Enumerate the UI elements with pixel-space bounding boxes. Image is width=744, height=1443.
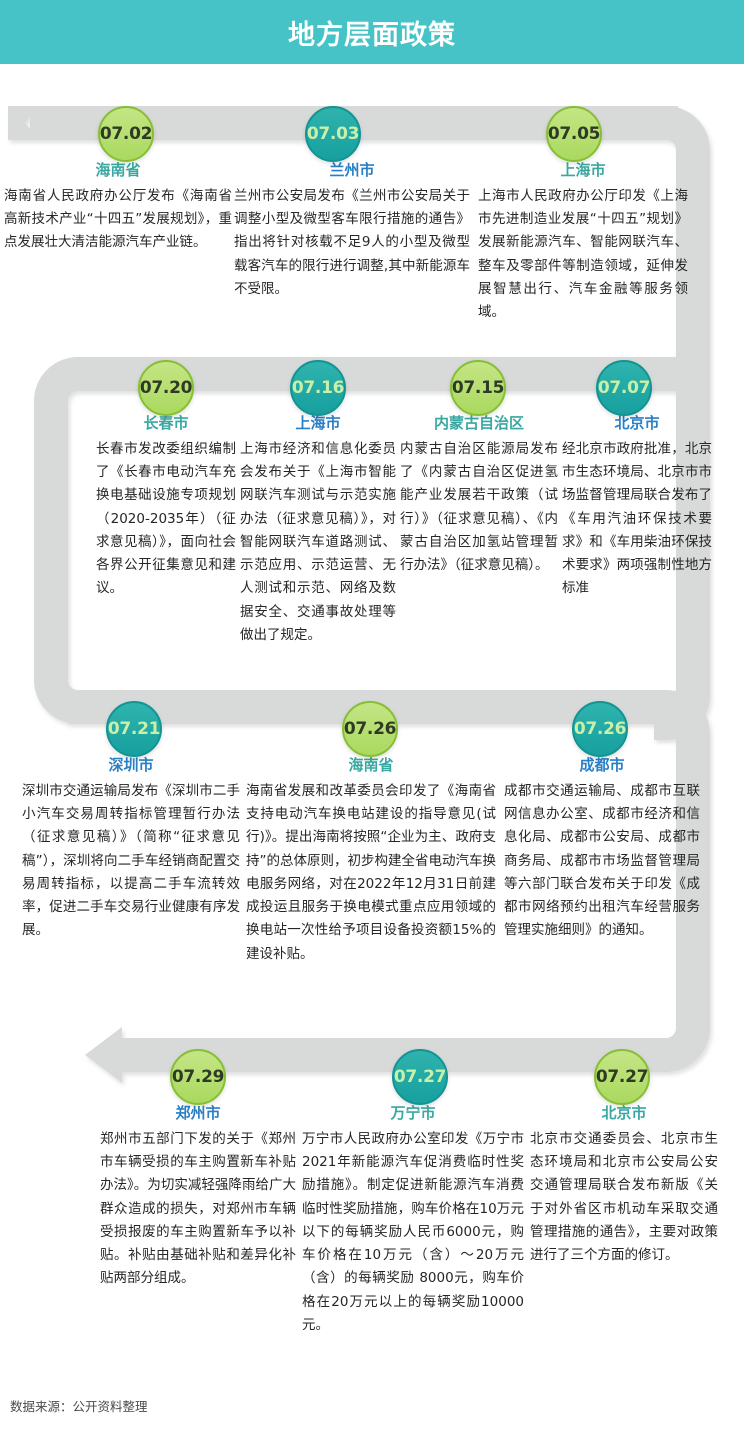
page-title: 地方层面政策 [288,19,456,51]
date-bubble[interactable]: 07.03 [305,106,361,162]
page-header: 地方层面政策 [0,0,744,64]
timeline-item[interactable]: 07.21 深圳市 深圳市交通运输局发布《深圳市二手小汽车交易周转指标管理暂行办… [22,701,240,943]
item-body-text: 兰州市公安局发布《兰州市公安局关于调整小型及微型客车限行措施的通告》指出将针对核… [234,188,470,297]
timeline-item[interactable]: 07.26 海南省 海南省发展和改革委员会印发了《海南省支持电动汽车换电站建设的… [246,701,496,966]
item-body-text: 上海市人民政府办公厅印发《上海市先进制造业发展“十四五”规划》发展新能源汽车、智… [478,188,688,321]
item-city-label: 上海市 [295,414,341,432]
item-body-text: 经北京市政府批准，北京市生态环境局、北京市市场监督管理局联合发布了《车用汽油环保… [562,441,712,597]
date-bubble[interactable]: 07.21 [106,701,162,757]
item-city-label: 海南省 [348,756,394,774]
data-source-note: 数据来源：公开资料整理 [10,1399,148,1414]
timeline-item[interactable]: 07.27 万宁市 万宁市人民政府办公室印发《万宁市2021年新能源汽车促消费临… [302,1049,524,1337]
timeline-item[interactable]: 07.27 北京市 北京市交通委员会、北京市生态环境局和北京市公安局公安交通管理… [530,1049,718,1267]
item-city-label: 郑州市 [175,1104,221,1122]
timeline-item[interactable]: 07.03 兰州市 兰州市公安局发布《兰州市公安局关于调整小型及微型客车限行措施… [234,106,470,301]
timeline-item[interactable]: 07.16 上海市 上海市经济和信息化委员会发布关于《上海市智能网联汽车测试与示… [240,360,396,647]
date-bubble[interactable]: 07.29 [170,1049,226,1105]
item-city-label: 内蒙古自治区 [433,414,524,432]
date-bubble[interactable]: 07.27 [594,1049,650,1105]
date-bubble[interactable]: 07.15 [450,360,506,416]
item-city-label: 上海市 [560,161,606,179]
timeline-item[interactable]: 07.05 上海市 上海市人民政府办公厅印发《上海市先进制造业发展“十四五”规划… [478,106,688,324]
date-bubble[interactable]: 07.07 [596,360,652,416]
timeline-item[interactable]: 07.15 内蒙古自治区 内蒙古自治区能源局发布了《内蒙古自治区促进氢能产业发展… [400,360,558,577]
timeline-item[interactable]: 07.20 长春市 长春市发改委组织编制了《长春市电动汽车充换电基础设施专项规划… [96,360,236,601]
item-body-text: 郑州市五部门下发的关于《郑州市车辆受损的车主购置新车补贴办法》。为切实减轻强降雨… [100,1131,296,1287]
item-city-label: 成都市 [579,756,625,774]
item-body-text: 成都市交通运输局、成都市互联网信息办公室、成都市经济和信息化局、成都市公安局、成… [504,783,700,939]
date-bubble[interactable]: 07.05 [546,106,602,162]
item-body-text: 北京市交通委员会、北京市生态环境局和北京市公安局公安交通管理局联合发布新版《关于… [530,1131,718,1264]
date-bubble[interactable]: 07.20 [138,360,194,416]
timeline-item[interactable]: 07.26 成都市 成都市交通运输局、成都市互联网信息办公室、成都市经济和信息化… [504,701,700,943]
item-city-label: 北京市 [601,1104,647,1122]
item-body-text: 内蒙古自治区能源局发布了《内蒙古自治区促进氢能产业发展若干政策（试行）》（征求意… [400,441,558,574]
item-body-text: 万宁市人民政府办公室印发《万宁市2021年新能源汽车促消费临时性奖励措施》。制定… [302,1131,524,1333]
timeline-item[interactable]: 07.02 海南省 海南省人民政府办公厅发布《海南省高新技术产业“十四五”发展规… [4,106,232,255]
item-city-label: 海南省 [95,161,141,179]
item-city-label: 兰州市 [329,161,375,179]
item-city-label: 北京市 [614,414,660,432]
item-city-label: 长春市 [143,414,189,432]
item-body-text: 长春市发改委组织编制了《长春市电动汽车充换电基础设施专项规划（2020-2035… [96,441,236,597]
date-bubble[interactable]: 07.26 [342,701,398,757]
item-body-text: 海南省人民政府办公厅发布《海南省高新技术产业“十四五”发展规划》，重点发展壮大清… [4,188,232,251]
timeline-item[interactable]: 07.29 郑州市 郑州市五部门下发的关于《郑州市车辆受损的车主购置新车补贴办法… [100,1049,296,1291]
item-city-label: 深圳市 [108,756,154,774]
item-body-text: 上海市经济和信息化委员会发布关于《上海市智能网联汽车测试与示范实施办法（征求意见… [240,441,396,643]
item-body-text: 深圳市交通运输局发布《深圳市二手小汽车交易周转指标管理暂行办法（征求意见稿）》（… [22,783,240,939]
timeline-stage: 07.02 海南省 海南省人民政府办公厅发布《海南省高新技术产业“十四五”发展规… [0,64,744,1384]
date-bubble[interactable]: 07.27 [392,1049,448,1105]
date-bubble[interactable]: 07.02 [98,106,154,162]
date-bubble[interactable]: 07.16 [290,360,346,416]
timeline-item[interactable]: 07.07 北京市 经北京市政府批准，北京市生态环境局、北京市市场监督管理局联合… [562,360,712,601]
item-body-text: 海南省发展和改革委员会印发了《海南省支持电动汽车换电站建设的指导意见(试行)》。… [246,783,496,962]
item-city-label: 万宁市 [390,1104,436,1122]
date-bubble[interactable]: 07.26 [572,701,628,757]
